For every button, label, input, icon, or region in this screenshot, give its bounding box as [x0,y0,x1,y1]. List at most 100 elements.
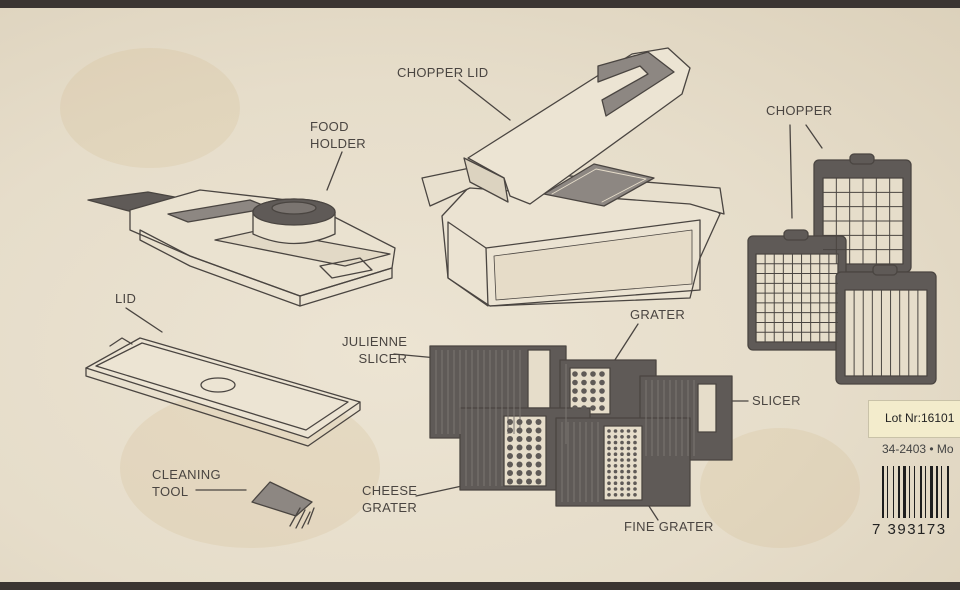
grater-holes [507,371,637,497]
grater-hole [535,436,542,442]
grater-hole [620,469,624,474]
grater-hole [626,452,631,457]
grater-hole [607,481,611,486]
barcode-bar [947,466,949,518]
grater-hole [516,461,523,468]
chopper-blade-inserts [747,153,937,385]
grater-hole [613,464,618,468]
grater-hole [633,475,637,480]
grater-hole [633,429,637,433]
grater-hole [526,461,532,468]
grater-hole [507,461,513,468]
grater-hole [572,405,578,411]
leader-line-chopper-lid [458,79,511,121]
product-illustration [85,47,937,529]
blade-plate-ridges [435,350,695,502]
grater-hole [613,429,618,433]
grater-hole [620,475,624,480]
grater-hole [535,478,542,485]
leader-line-lid [125,307,163,333]
grater-hole [607,452,611,457]
label-grater: GRATER [630,307,686,322]
grater-hole [526,470,532,476]
chopper-grid-strips [853,290,919,376]
label-food-holder: FOOD HOLDER [310,119,366,151]
grater-hole [613,458,618,462]
grater-hole [626,475,631,480]
grater-hole [581,388,587,394]
grater-hole [613,487,618,491]
grater-hole [626,487,631,491]
grater-hole [633,464,637,468]
packaging-panel: CHOPPER LID FOOD HOLDER CHOPPER LID JULI… [0,8,960,582]
label-fine-grater: FINE GRATER [624,519,714,534]
grater-hole [507,436,513,442]
grater-hole [590,388,596,394]
grater-hole [599,371,605,377]
grater-hole [535,444,542,451]
grater-hole [516,419,523,425]
grater-hole [620,487,624,491]
grater-hole [620,429,624,433]
grater-hole [613,440,618,445]
grater-hole [633,446,637,451]
grater-hole [581,396,587,403]
mandoline-slicer [87,189,396,307]
grater-hole [507,453,513,459]
grater-hole [516,436,523,442]
grater-hole [516,470,523,476]
grater-hole [590,379,596,386]
grater-hole [535,419,542,425]
grater-hole [607,493,611,497]
grater-hole [620,493,624,497]
grater-hole [535,470,542,476]
label-chopper: CHOPPER [766,103,833,118]
grater-hole [626,481,631,486]
label-cleaning-tool: CLEANING TOOL [152,467,221,499]
grater-hole [526,419,532,425]
grater-hole [620,440,624,445]
grater-hole [535,427,542,434]
grater-hole [626,446,631,451]
grater-hole [633,481,637,486]
grater-hole [620,481,624,486]
grater-hole [581,405,587,411]
grater-hole [590,405,596,411]
grater-hole [620,458,624,462]
barcode-bar [930,466,933,518]
grater-hole [590,371,596,377]
barcode-bar [898,466,900,518]
grater-hole [626,429,631,433]
label-julienne-slicer: JULIENNE SLICER [342,334,408,366]
grater-hole [572,396,578,403]
grater-hole [535,461,542,468]
lot-number-sticker: Lot Nr:16101 [868,400,960,438]
leader-line-chopper [805,124,823,149]
cleaning-tool-drawing [251,481,315,529]
grater-hole [626,435,631,439]
grater-hole [599,405,605,411]
grater-hole [633,487,637,491]
barcode-digits: 7 393173 [872,521,947,538]
grater-hole [607,475,611,480]
grater-hole [507,444,513,451]
grater-hole [599,388,605,394]
grater-blade-plates [429,345,733,507]
grater-hole [507,478,513,485]
label-slicer: SLICER [752,393,801,408]
grater-hole [590,396,596,403]
barcode-bar [887,466,888,518]
grater-hole [572,371,578,377]
product-code: 34-2403 • Mo [882,442,954,456]
leader-line-cheese-grater [415,485,463,497]
grater-hole [613,475,618,480]
label-cheese-grater: CHEESE GRATER [362,483,418,515]
barcode-bar [893,466,894,518]
grater-hole [607,458,611,462]
grater-hole [507,419,513,425]
barcode-bar [882,466,884,518]
grater-hole [607,464,611,468]
barcode-bar [903,466,906,518]
grater-hole [613,435,618,439]
storage-lid [85,337,361,447]
